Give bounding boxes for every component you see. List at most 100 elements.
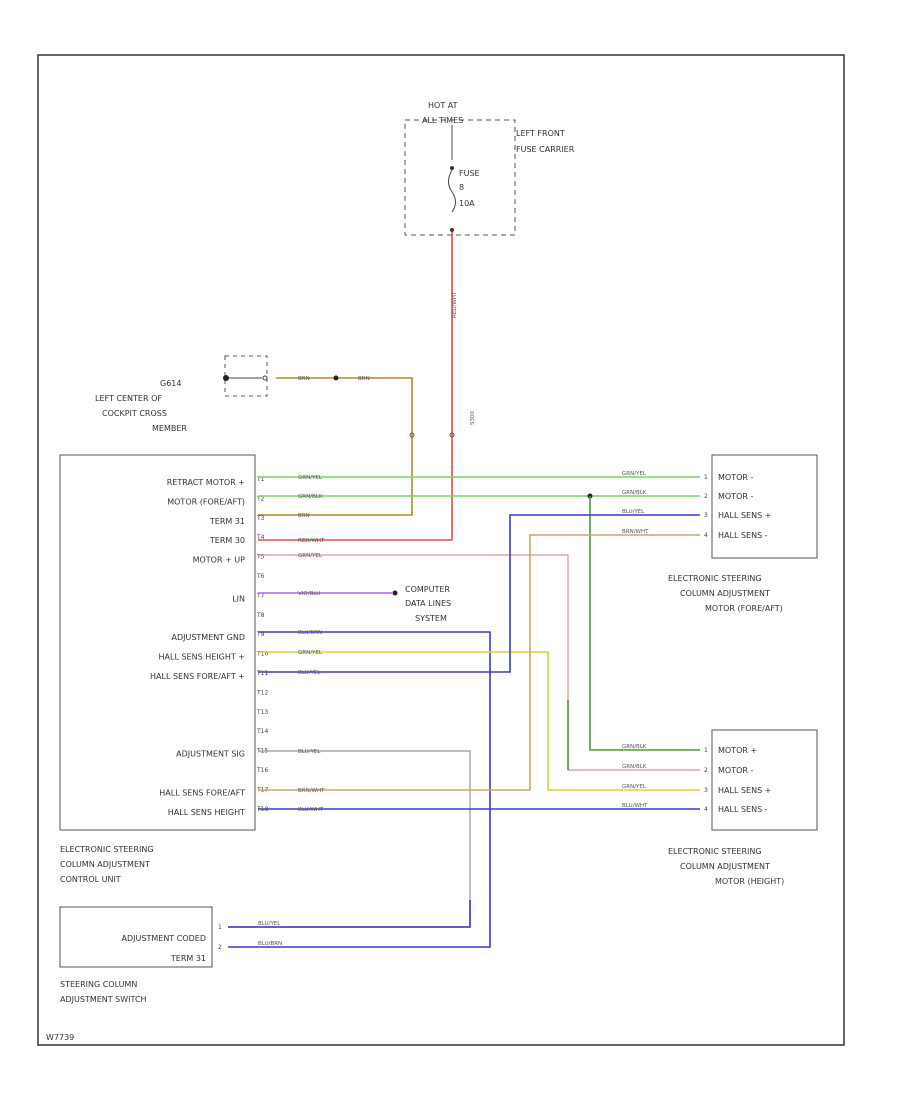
switch-name-2: ADJUSTMENT SWITCH: [60, 995, 147, 1004]
sw-wire-label: BLU/BRN: [258, 941, 282, 947]
sw-pin-label: TERM 31: [170, 954, 206, 963]
ground-wire-2-label: BRN: [358, 376, 370, 382]
fuse-wire-label: RED/WHT: [452, 291, 458, 318]
diagram-frame: [37, 54, 845, 1046]
cu-pin-id: T12: [256, 689, 268, 696]
fuse-terminal-bottom: [450, 228, 454, 232]
cu-pin-id: T3: [256, 515, 265, 522]
control-unit-name-2: COLUMN ADJUSTMENT: [60, 860, 150, 869]
mh-wire-label: BLU/WHT: [622, 803, 648, 809]
motor-height-box: [711, 729, 818, 831]
ground-box: [224, 355, 268, 397]
wl-t4: RED/WHT: [298, 538, 325, 544]
cu-pin-id: T10: [256, 651, 268, 658]
cu-pin-id: T11: [256, 670, 268, 677]
fuse-symbol: [448, 169, 456, 213]
cu-pin-id: T7: [256, 592, 265, 599]
control-unit-box: [59, 454, 256, 831]
ground-g614: G614 LEFT CENTER OF COCKPIT CROSS MEMBER: [95, 355, 268, 433]
mh-pin-id: 1: [704, 747, 708, 754]
splice-label: S300: [470, 411, 476, 425]
cu-pin-id: T14: [256, 728, 268, 735]
motor-fore-aft-name-2: COLUMN ADJUSTMENT: [680, 589, 770, 598]
mfa-pin-label: MOTOR -: [718, 492, 753, 501]
motor-fore-aft-name-3: MOTOR (FORE/AFT): [705, 604, 783, 613]
sw-pin-id: 2: [218, 944, 222, 951]
control-unit-name-1: ELECTRONIC STEERING: [60, 845, 154, 854]
wl-t5: GRN/YEL: [298, 553, 323, 559]
wire-t17-brn-wht: [258, 534, 700, 791]
fuse-name: FUSE: [459, 169, 480, 178]
cu-pin-label: MOTOR (FORE/AFT): [167, 497, 245, 506]
fuse-rating: 10A: [459, 199, 475, 208]
fuse-number: 8: [459, 183, 464, 192]
wire-grn-blk-height-pin1: [589, 496, 700, 751]
mh-wire-label: GRN/BLK: [622, 764, 647, 770]
cu-pin-id: T6: [256, 573, 265, 580]
cu-pin-label: HALL SENS FORE/AFT: [159, 788, 245, 797]
mfa-pin-label: HALL SENS +: [718, 511, 771, 520]
cu-pin-id: T13: [256, 709, 268, 716]
cu-pin-id: T8: [256, 612, 265, 619]
cu-pin-id: T4: [256, 534, 265, 541]
fuse-carrier-title-1: LEFT FRONT: [516, 129, 565, 138]
wire-t10-grn-yel: [258, 651, 700, 791]
mfa-pin-label: HALL SENS -: [718, 531, 768, 540]
motor-height-name-1: ELECTRONIC STEERING: [668, 847, 762, 856]
switch-name-1: STEERING COLUMN: [60, 980, 137, 989]
cu-pin-id: T9: [256, 631, 265, 638]
hot-times-label: ALL TIMES: [422, 116, 463, 125]
mh-pin-label: HALL SENS +: [718, 786, 771, 795]
cu-pin-label: TERM 31: [209, 517, 245, 526]
cu-pin-label: ADJUSTMENT GND: [171, 633, 245, 642]
wire-t11-blu-yel: [258, 514, 700, 673]
fuse-carrier-title-2: FUSE CARRIER: [516, 145, 575, 154]
fuse-carrier-box: [404, 119, 516, 236]
sw-wire-label: BLU/YEL: [258, 921, 281, 927]
mfa-wire-label: BLU/YEL: [622, 509, 645, 515]
mfa-pin-id: 1: [704, 474, 708, 481]
cu-pin-label: HALL SENS FORE/AFT +: [150, 672, 245, 681]
mh-pin-id: 4: [704, 806, 708, 813]
wl-t17: BRN/WHT: [298, 788, 325, 794]
wl-t3: BRN: [298, 513, 310, 519]
hot-at-label: HOT AT: [428, 101, 458, 110]
cu-pin-label: HALL SENS HEIGHT +: [159, 653, 245, 662]
wire-t15-blu-yel: [228, 750, 471, 928]
sw-pin-label: ADJUSTMENT CODED: [122, 934, 206, 943]
wl-t18: BLU/WHT: [298, 807, 324, 813]
ground-wire-1-label: BRN: [298, 376, 310, 382]
cu-pin-label: RETRACT MOTOR +: [167, 478, 245, 487]
motor-fore-aft-name-1: ELECTRONIC STEERING: [668, 574, 762, 583]
cdl-label-3: SYSTEM: [415, 614, 447, 623]
ground-location-3: MEMBER: [152, 424, 187, 433]
cdl-connector: [392, 590, 398, 596]
cdl-label-1: COMPUTER: [405, 585, 450, 594]
cu-pin-label: TERM 30: [209, 536, 245, 545]
splice-connector: [449, 432, 455, 438]
mh-wire-label: GRN/BLK: [622, 744, 647, 750]
mh-pin-id: 2: [704, 767, 708, 774]
cu-pin-label: LIN: [232, 594, 245, 603]
mh-pin-id: 3: [704, 787, 708, 794]
cu-pin-label: HALL SENS HEIGHT: [168, 808, 245, 817]
mh-pin-label: HALL SENS -: [718, 805, 768, 814]
switch-box: [59, 906, 213, 968]
mh-pin-label: MOTOR -: [718, 766, 753, 775]
wire-t5-grn-yel: [258, 554, 700, 771]
cu-pin-label: MOTOR + UP: [193, 556, 246, 565]
wl-t2: GRN/BLK: [298, 494, 323, 500]
mfa-pin-id: 3: [704, 512, 708, 519]
wire-t15-blu-yel-lower: [228, 900, 471, 928]
mfa-pin-id: 2: [704, 493, 708, 500]
control-unit-name-3: CONTROL UNIT: [60, 875, 121, 884]
mfa-pin-label: MOTOR -: [718, 473, 753, 482]
mfa-wire-label: GRN/YEL: [622, 471, 647, 477]
ground-connector: [262, 375, 268, 381]
motor-fore-aft-box: [711, 454, 818, 559]
